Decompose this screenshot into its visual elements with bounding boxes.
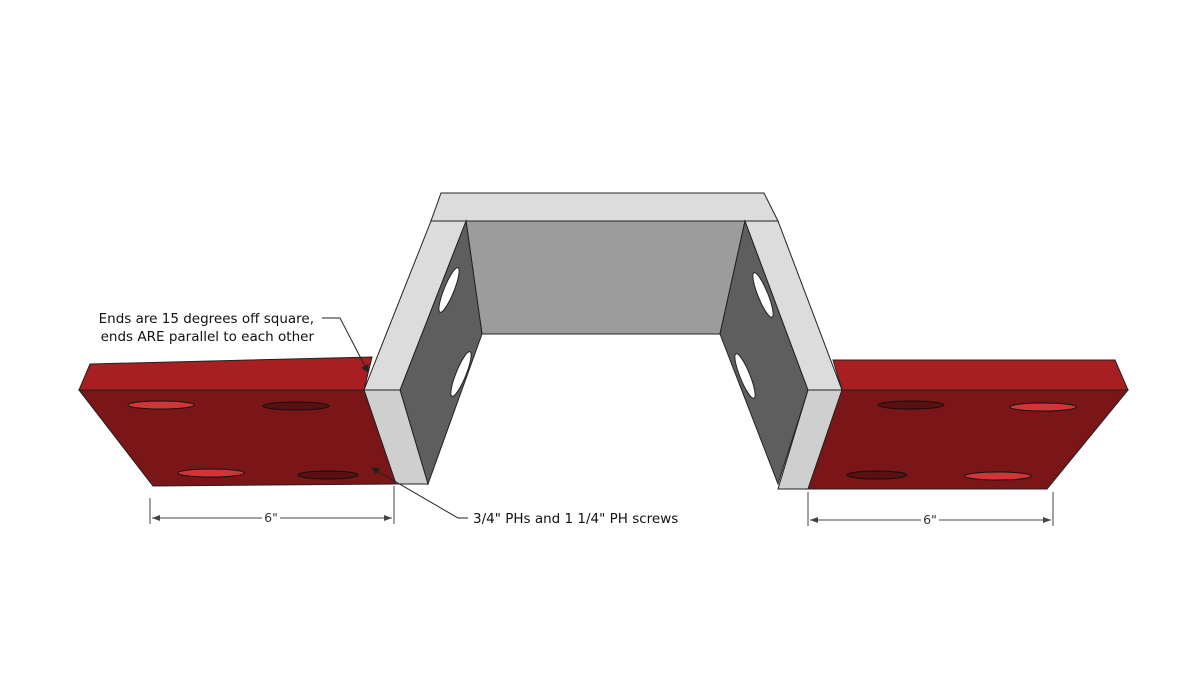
angle-callout: Ends are 15 degrees off square, ends ARE… <box>99 311 369 373</box>
right-board-top-edge <box>832 359 1129 391</box>
pocket-hole <box>877 400 945 410</box>
pocket-hole-left-side-lower <box>450 351 472 397</box>
back-panel <box>465 220 746 335</box>
left-dim-label-bg <box>262 510 280 525</box>
top-rail-board <box>430 192 779 222</box>
screws-leader-line <box>371 467 468 519</box>
pocket-hole <box>297 470 359 480</box>
right-dimension: 6" <box>807 492 1054 527</box>
pocket-hole <box>177 468 245 478</box>
pocket-hole <box>964 471 1032 481</box>
right-dim-arrow-right <box>1043 517 1051 523</box>
left-dimension: 6" <box>149 486 395 525</box>
pocket-hole <box>846 470 908 480</box>
left-red-board <box>77 356 397 487</box>
pocket-hole <box>1009 402 1077 412</box>
left-dim-arrow-left <box>152 515 160 521</box>
left-dim-arrow-right <box>384 515 392 521</box>
angle-note-line-1: Ends are 15 degrees off square, <box>99 311 314 327</box>
screws-note: 3/4" PHs and 1 1/4" PH screws <box>473 511 678 527</box>
pocket-hole-left-side-upper <box>438 267 460 313</box>
pocket-hole <box>262 401 330 411</box>
left-board-front-face <box>77 389 397 487</box>
left-board-top-edge <box>78 356 373 391</box>
pocket-hole-right-side-upper <box>752 272 774 318</box>
angle-leader-line <box>322 317 369 373</box>
right-dim-arrow-left <box>810 517 818 523</box>
right-dim-label-bg <box>921 512 939 527</box>
right-board-front-face <box>807 389 1130 490</box>
center-u-assembly <box>363 192 843 490</box>
screws-callout: 3/4" PHs and 1 1/4" PH screws <box>371 467 678 527</box>
right-dim-label: 6" <box>923 512 937 527</box>
pocket-hole <box>127 400 195 410</box>
pocket-hole-right-side-lower <box>734 353 756 399</box>
angle-note-line-2: ends ARE parallel to each other <box>101 329 315 345</box>
right-red-board <box>807 359 1130 490</box>
left-dim-label: 6" <box>264 510 278 525</box>
